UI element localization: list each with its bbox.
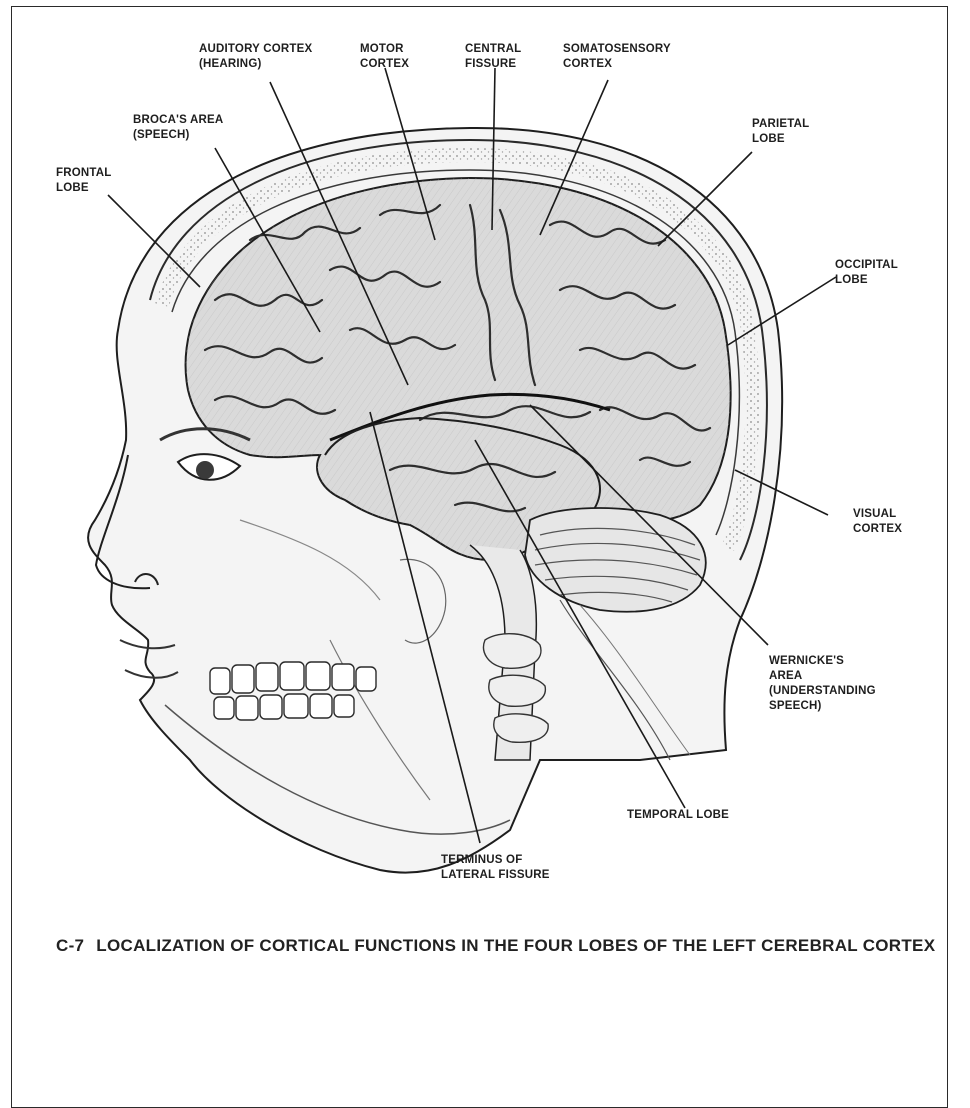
label-auditory-cortex: AUDITORY CORTEX (HEARING) (199, 42, 312, 72)
caption-text: LOCALIZATION OF CORTICAL FUNCTIONS IN TH… (96, 936, 935, 955)
label-motor-cortex: MOTOR CORTEX (360, 42, 409, 72)
label-temporal-lobe: TEMPORAL LOBE (627, 808, 729, 823)
label-wernickes-area: WERNICKE'S AREA (UNDERSTANDING SPEECH) (769, 654, 876, 714)
label-terminus-of-lateral-fissure: TERMINUS OF LATERAL FISSURE (441, 853, 550, 883)
iris (196, 461, 214, 479)
head-brain-illustration (0, 0, 970, 1060)
figure-caption: C-7 LOCALIZATION OF CORTICAL FUNCTIONS IN… (56, 935, 946, 957)
label-visual-cortex: VISUAL CORTEX (853, 507, 902, 537)
label-central-fissure: CENTRAL FISSURE (465, 42, 521, 72)
label-somatosensory-cortex: SOMATOSENSORY CORTEX (563, 42, 671, 72)
vertebrae (484, 634, 549, 743)
caption-number: C-7 (56, 936, 84, 955)
label-brocas-area: BROCA'S AREA (SPEECH) (133, 113, 223, 143)
label-occipital-lobe: OCCIPITAL LOBE (835, 258, 898, 288)
label-parietal-lobe: PARIETAL LOBE (752, 117, 809, 147)
label-frontal-lobe: FRONTAL LOBE (56, 166, 111, 196)
